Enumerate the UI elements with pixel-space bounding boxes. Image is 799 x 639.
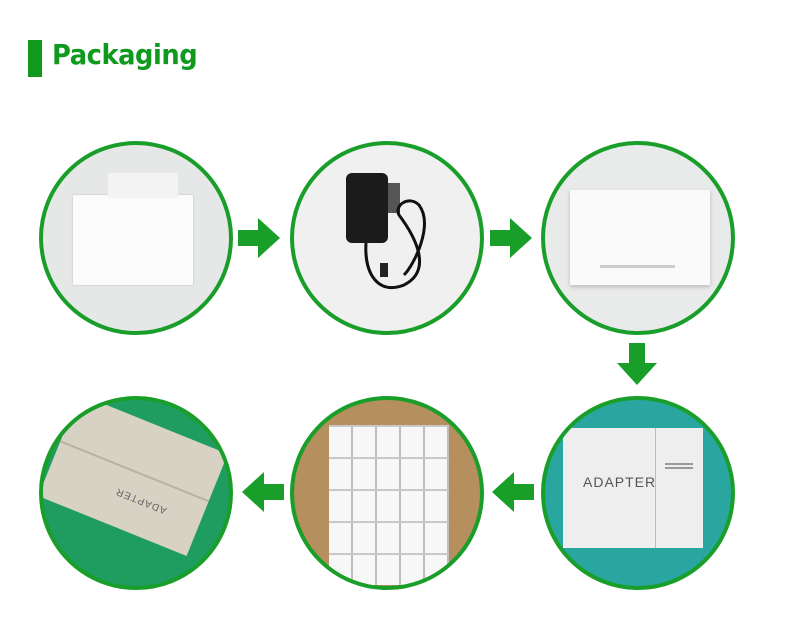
adapter-cable	[364, 199, 426, 290]
arrow-left-icon	[492, 472, 534, 512]
sealed-carton-image: ADAPTER	[43, 400, 228, 556]
boxes-image	[329, 425, 449, 585]
page-title: Packaging	[52, 38, 198, 71]
arrow-right-icon	[238, 218, 280, 258]
sealed-carton-label: ADAPTER	[113, 485, 169, 516]
carton-label: ADAPTER	[583, 474, 657, 490]
title-accent-bar	[28, 40, 42, 77]
arrow-left-icon	[242, 472, 284, 512]
arrow-right-icon	[490, 218, 532, 258]
unfolded-box-image	[73, 195, 193, 285]
step-sealed-carton: ADAPTER	[39, 396, 233, 590]
step-folded-box	[541, 141, 735, 335]
carton-spec-table	[665, 463, 693, 509]
step-boxes-in-carton	[290, 396, 484, 590]
step-printed-carton: ADAPTER	[541, 396, 735, 590]
step-adapter	[290, 141, 484, 335]
box-flap	[108, 173, 178, 198]
boxes-rows	[329, 425, 449, 585]
adapter-plug	[388, 183, 400, 213]
adapter-image	[346, 173, 388, 243]
box-slot	[600, 265, 675, 268]
step-unfolded-box	[39, 141, 233, 335]
carton-fold	[655, 428, 656, 548]
folded-box-image	[570, 190, 710, 285]
arrow-down-icon	[617, 343, 657, 385]
carton-image: ADAPTER	[563, 428, 703, 548]
